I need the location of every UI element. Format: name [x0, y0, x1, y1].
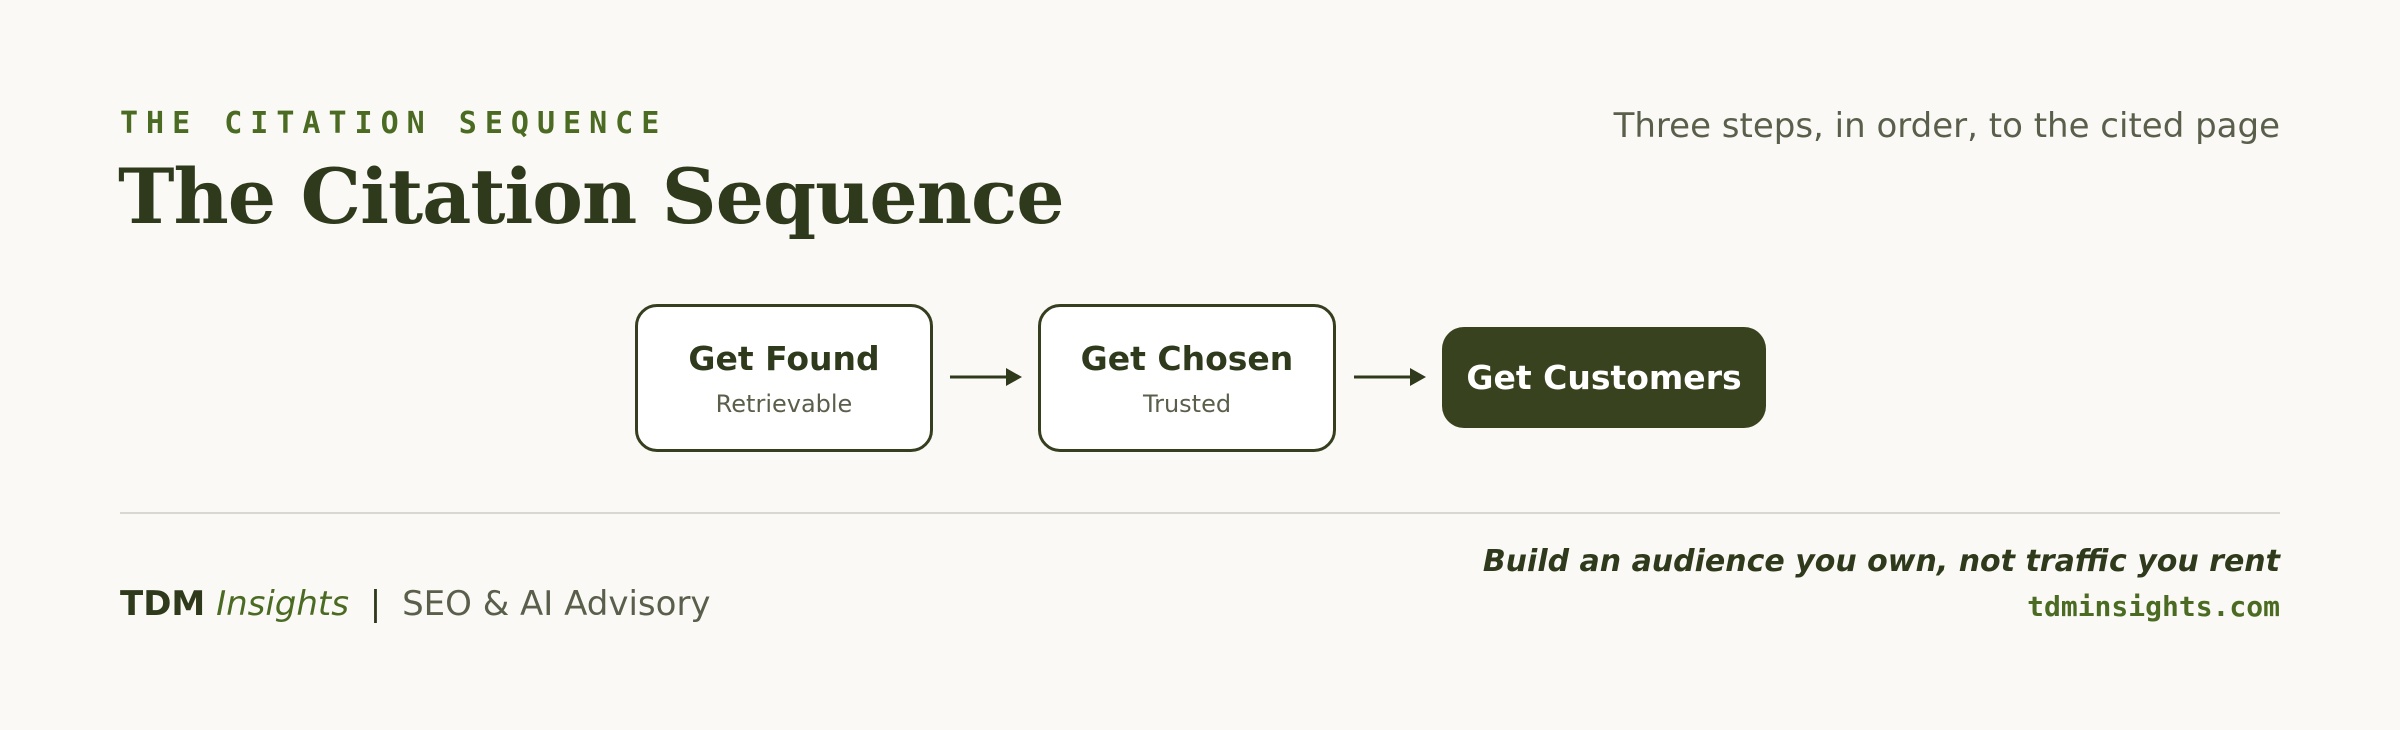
brand-name-bold: TDM — [120, 584, 206, 624]
eyebrow-label: THE CITATION SEQUENCE — [120, 106, 668, 141]
page-subtitle: Three steps, in order, to the cited page — [1613, 106, 2280, 146]
step-get-customers: Get Customers — [1442, 327, 1766, 428]
footer-website: tdminsights.com — [2027, 590, 2280, 623]
arrow-right-icon — [1354, 368, 1426, 386]
step-title: Get Chosen — [1080, 339, 1294, 378]
step-get-chosen: Get Chosen Trusted — [1038, 304, 1336, 452]
brand-name-italic: Insights — [216, 584, 349, 624]
step-get-found: Get Found Retrievable — [635, 304, 933, 452]
page-title: The Citation Sequence — [118, 152, 1065, 241]
footer-brand: TDM Insights | SEO & AI Advisory — [120, 584, 711, 624]
arrow-right-icon — [950, 368, 1022, 386]
footer-tagline: Build an audience you own, not traffic y… — [1482, 544, 2280, 579]
step-subtitle: Retrievable — [715, 390, 853, 418]
footer-divider — [120, 512, 2280, 514]
step-subtitle: Trusted — [1142, 390, 1232, 418]
brand-separator: | — [369, 584, 382, 624]
brand-descriptor: SEO & AI Advisory — [402, 584, 711, 624]
final-step-label: Get Customers — [1466, 358, 1742, 397]
step-title: Get Found — [688, 339, 880, 378]
